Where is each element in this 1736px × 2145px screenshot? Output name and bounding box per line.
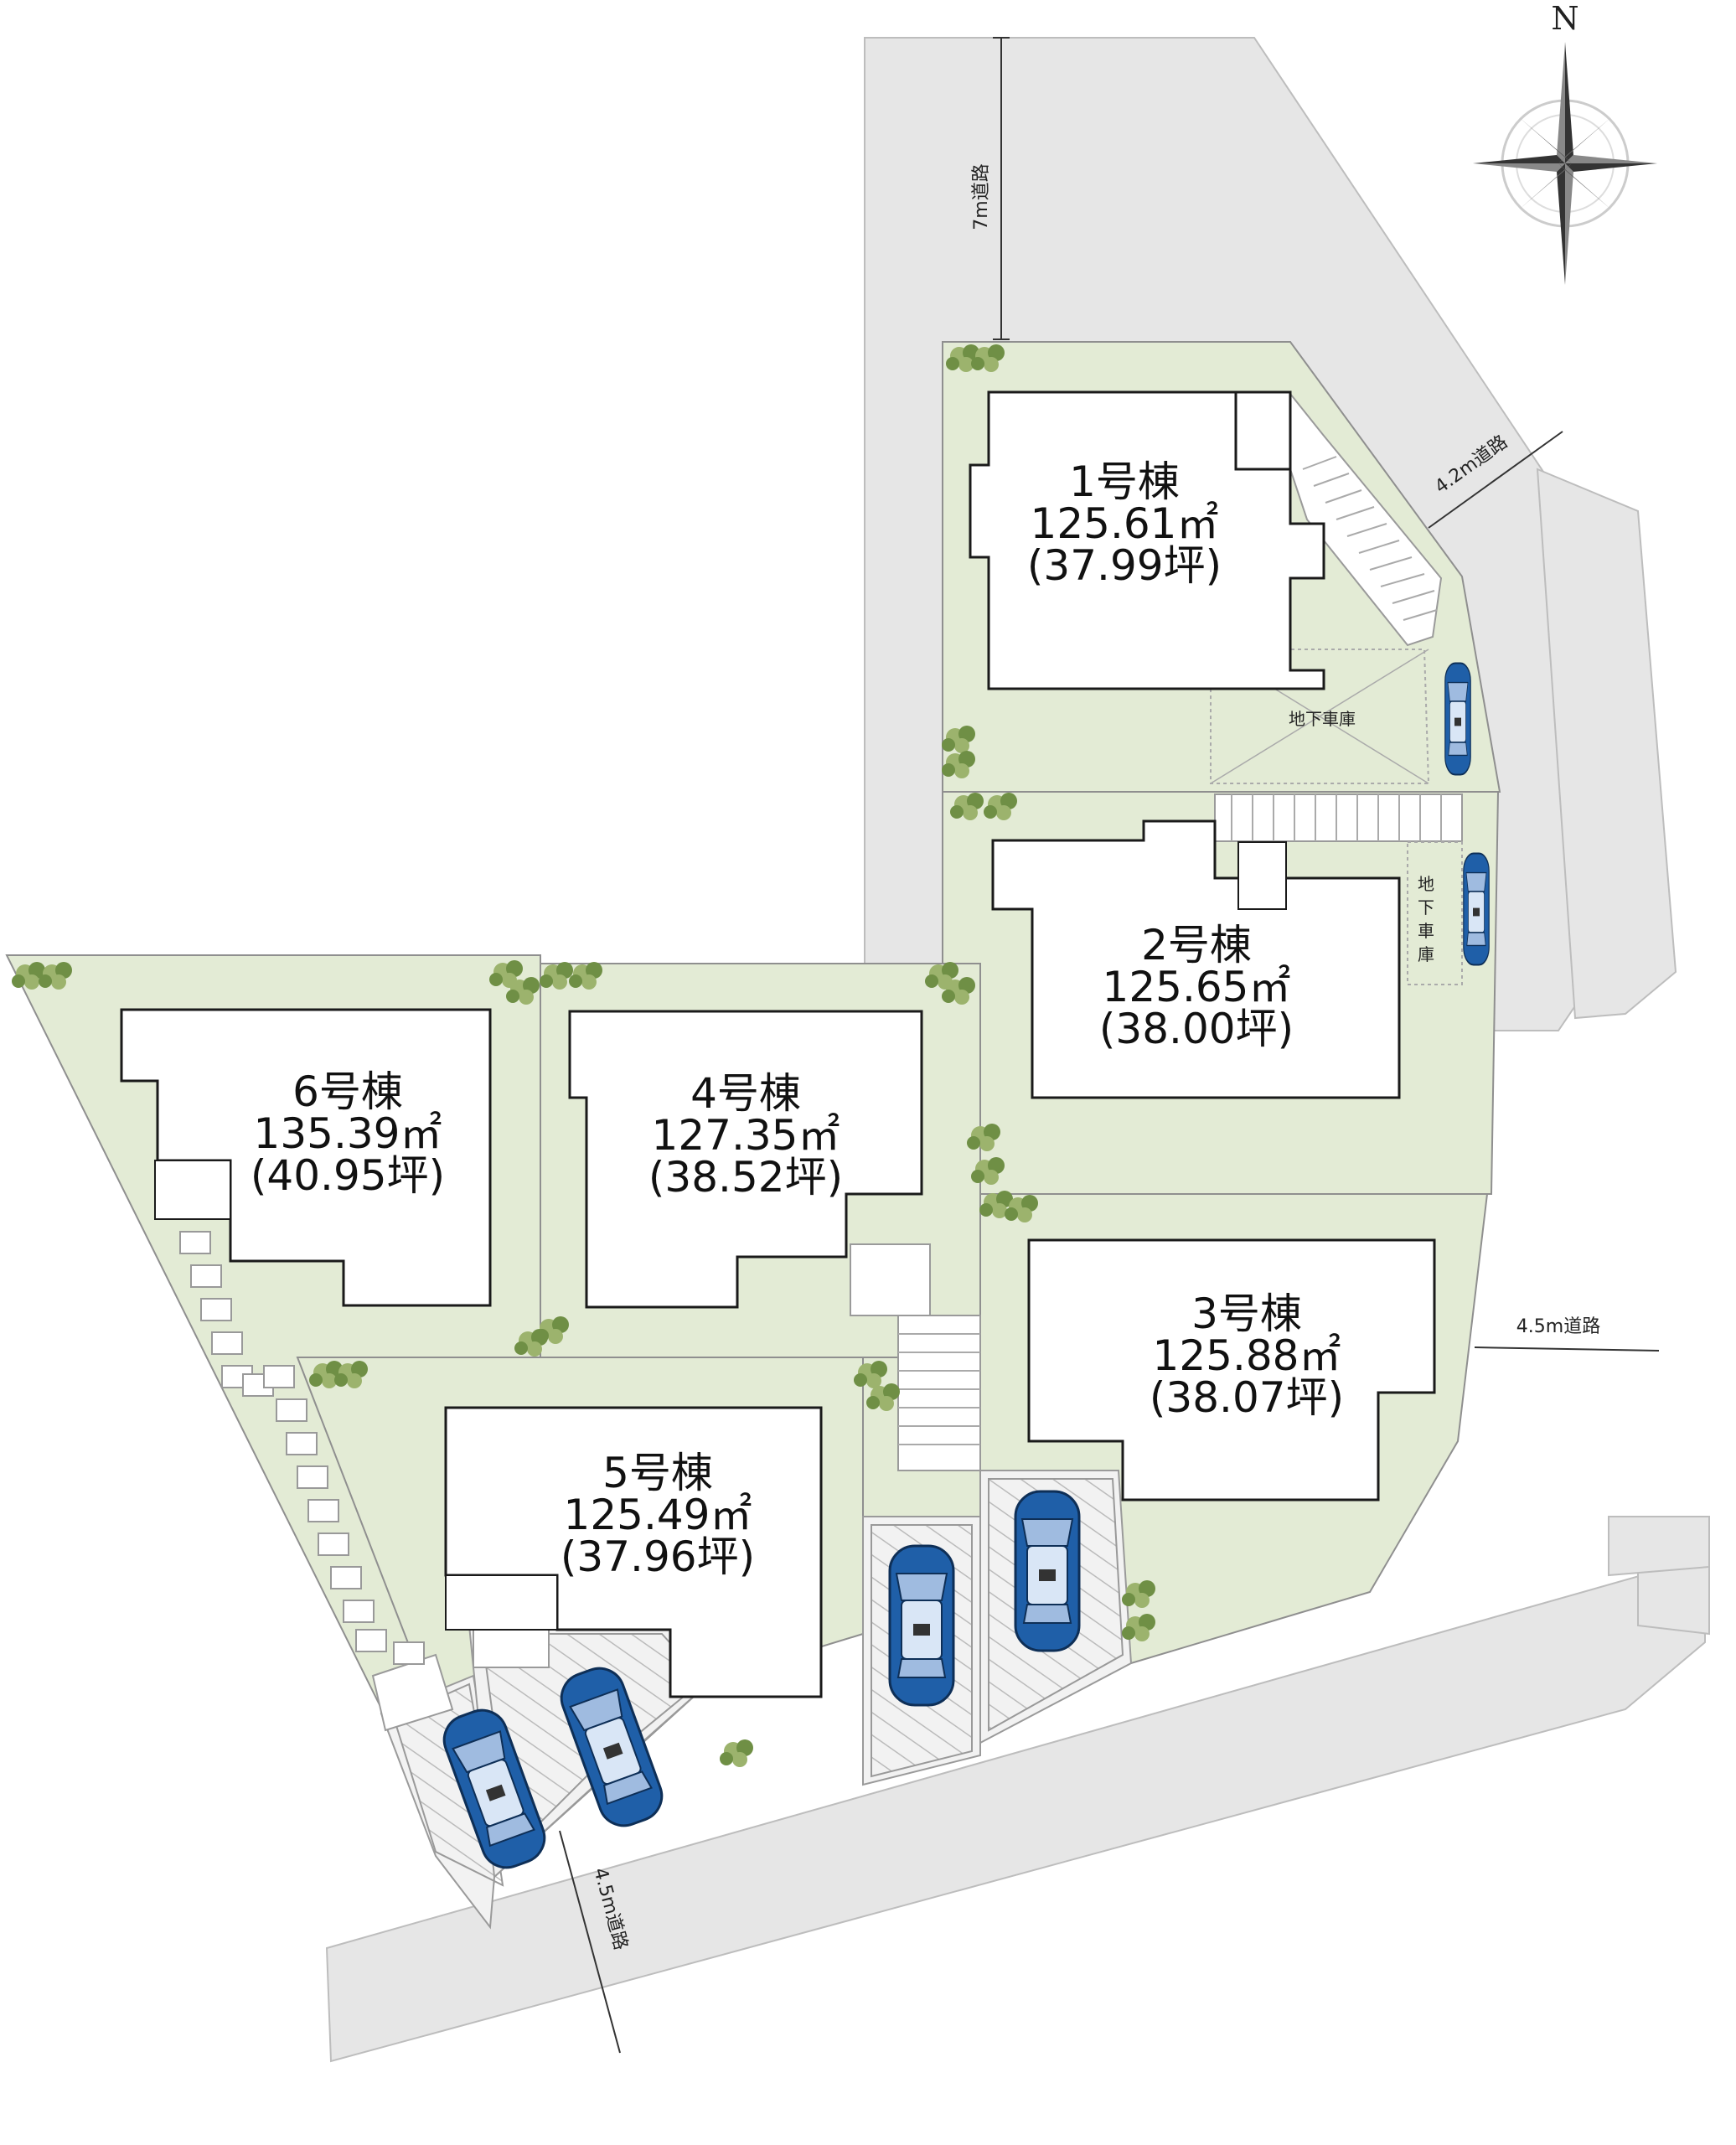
house-1-annex [1234,390,1292,471]
house-6-name: 6号棟 [292,1067,403,1116]
stepping-stones [179,1231,425,1665]
house-6-area: 135.39㎡ [254,1109,442,1158]
house-label-6: 6号棟 135.39㎡ (40.95坪) [251,1067,445,1200]
garage-label-2-char-3: 車 [1418,921,1434,941]
compass-north-label: N [1551,0,1578,37]
dimension-lines [559,37,1660,2054]
house-3-area: 125.88㎡ [1153,1331,1341,1380]
stairs-lot-1 [1289,391,1443,647]
road-label-east: 4.5m道路 [1516,1316,1600,1337]
house-1-name: 1号棟 [1069,457,1180,506]
garage-label-2-char-4: 庫 [1418,944,1434,964]
house-5-area: 125.49㎡ [564,1491,752,1539]
house-4-footprint [568,1010,923,1309]
house-5-entry [445,1574,558,1631]
house-label-2: 2号棟 125.65㎡ (38.00坪) [1099,921,1294,1053]
garage-label-2-char-2: 下 [1418,897,1434,917]
house-2-area: 125.65㎡ [1103,963,1291,1011]
house-6-entry [154,1160,231,1220]
car-lot-4 [888,1544,955,1707]
house-label-3: 3号棟 125.88㎡ (38.07坪) [1150,1290,1344,1422]
houses [120,390,1436,1698]
garage-label-2: 地 下 車 庫 [1418,874,1434,964]
car-lot-1 [1444,662,1472,776]
house-4-tsubo: (38.52坪) [648,1153,843,1202]
house-2-stairs-block [1237,841,1287,910]
garage-label-2-char-1: 地 [1418,874,1434,894]
stairs-lot-3 [897,1315,981,1471]
house-2-footprint [991,819,1401,1099]
house-3-tsubo: (38.07坪) [1150,1373,1344,1422]
garage-2-area [1407,841,1463,985]
house-4-area: 127.35㎡ [652,1111,840,1160]
house-6-tsubo: (40.95坪) [251,1151,445,1200]
house-2-name: 2号棟 [1141,921,1252,969]
house-6-footprint [120,1008,492,1307]
road-east-bend [1536,468,1677,1020]
house-2-tsubo: (38.00坪) [1099,1005,1294,1053]
house-5-name: 5号棟 [602,1449,713,1497]
house-label-5: 5号棟 125.49㎡ (37.96坪) [561,1449,755,1581]
house-1-tsubo: (37.99坪) [1027,541,1222,590]
house-1-area: 125.61㎡ [1031,499,1219,548]
house-label-4: 4号棟 127.35㎡ (38.52坪) [648,1069,843,1202]
house-5-tsubo: (37.96坪) [561,1533,755,1581]
road-south-stub [1608,1516,1710,1577]
garage-1-area [1210,649,1430,784]
car-lot-2 [1462,852,1491,966]
car-lot-3 [1014,1490,1081,1652]
house-label-1: 1号棟 125.61㎡ (37.99坪) [1027,457,1222,590]
house-4-name: 4号棟 [690,1069,801,1118]
garage-label-1: 地下車庫 [1289,709,1356,729]
stairs-lot-4 [850,1243,931,1316]
house-3-name: 3号棟 [1191,1290,1302,1338]
house-3-footprint [1027,1238,1436,1502]
road-label-north: 7m道路 [971,163,992,230]
compass-rose-icon: N [1473,0,1657,285]
